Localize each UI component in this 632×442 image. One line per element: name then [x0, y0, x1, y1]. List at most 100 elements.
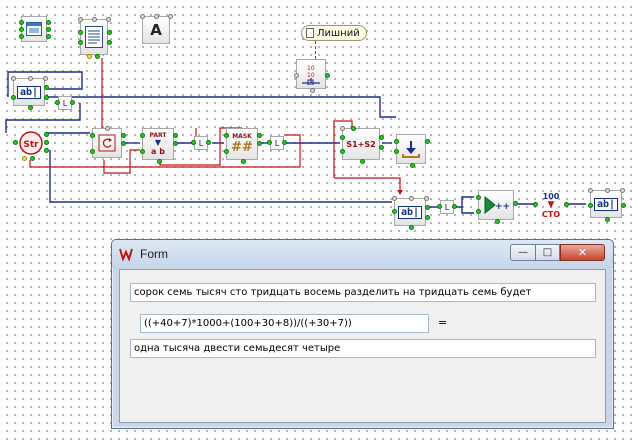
- connection-pin[interactable]: [340, 149, 345, 154]
- connection-pin[interactable]: [30, 156, 35, 161]
- memo-component[interactable]: [78, 17, 112, 59]
- connection-pin[interactable]: [340, 135, 345, 140]
- connection-pin[interactable]: [70, 100, 75, 105]
- connection-pin[interactable]: [44, 148, 49, 153]
- close-button[interactable]: ✕: [560, 244, 605, 261]
- connection-pin[interactable]: [44, 132, 49, 137]
- minimize-button[interactable]: —: [510, 244, 536, 261]
- connection-pin[interactable]: [476, 195, 481, 200]
- hub-component[interactable]: L: [55, 96, 75, 110]
- connection-pin[interactable]: [44, 85, 49, 90]
- connection-pin[interactable]: [13, 140, 18, 145]
- connection-pin[interactable]: [140, 133, 145, 138]
- result-field[interactable]: одна тысяча двести семьдесят четыре: [130, 339, 596, 358]
- connection-pin[interactable]: [90, 133, 95, 138]
- connection-pin[interactable]: [310, 88, 315, 93]
- connection-pin[interactable]: [410, 163, 415, 168]
- connection-pin[interactable]: [78, 40, 83, 45]
- connection-pin[interactable]: [392, 209, 397, 214]
- connection-pin[interactable]: [154, 14, 159, 19]
- connection-pin[interactable]: [379, 135, 384, 140]
- connection-pin[interactable]: [140, 149, 145, 154]
- connection-pin[interactable]: [191, 140, 196, 145]
- connection-pin[interactable]: [95, 54, 100, 59]
- connection-pin[interactable]: [605, 217, 610, 222]
- connection-pin[interactable]: [173, 141, 178, 146]
- maximize-button[interactable]: □: [536, 244, 560, 261]
- final-edit-component[interactable]: ab|: [588, 188, 626, 222]
- counter-component[interactable]: 100 ▼ СТО: [533, 190, 569, 220]
- connection-pin[interactable]: [351, 126, 356, 131]
- connection-pin[interactable]: [360, 159, 365, 164]
- title-bar[interactable]: Form — □ ✕: [112, 240, 613, 268]
- connection-pin[interactable]: [43, 76, 48, 81]
- connection-pin[interactable]: [107, 40, 112, 45]
- connection-pin[interactable]: [46, 27, 51, 32]
- connection-pin[interactable]: [121, 133, 126, 138]
- connection-pin[interactable]: [588, 188, 593, 193]
- increment-component[interactable]: ++: [476, 190, 518, 224]
- connection-pin[interactable]: [92, 17, 97, 22]
- connection-pin[interactable]: [325, 73, 330, 78]
- connection-pin[interactable]: [620, 188, 625, 193]
- connection-pin[interactable]: [44, 140, 49, 145]
- connection-pin[interactable]: [78, 30, 83, 35]
- connection-pin[interactable]: [394, 149, 399, 154]
- connection-pin[interactable]: [46, 20, 51, 25]
- connection-pin[interactable]: [621, 203, 626, 208]
- output-component[interactable]: [394, 134, 430, 168]
- label-component[interactable]: A: [140, 14, 173, 44]
- mask-component[interactable]: MASK ##: [224, 128, 262, 164]
- connection-pin[interactable]: [425, 139, 430, 144]
- connection-pin[interactable]: [379, 145, 384, 150]
- str-component[interactable]: Str: [13, 128, 49, 161]
- connection-pin[interactable]: [409, 225, 414, 230]
- connection-pin[interactable]: [224, 149, 229, 154]
- connection-pin[interactable]: [90, 149, 95, 154]
- connection-pin[interactable]: [206, 140, 211, 145]
- connection-pin[interactable]: [44, 95, 49, 100]
- connection-pin[interactable]: [46, 34, 51, 39]
- connection-pin[interactable]: [106, 17, 111, 22]
- concat-component[interactable]: S1+S2: [340, 126, 384, 164]
- connection-pin[interactable]: [28, 76, 33, 81]
- connection-pin[interactable]: [533, 202, 538, 207]
- part-component[interactable]: PART ▼ a b: [140, 128, 178, 164]
- connection-pin[interactable]: [157, 159, 162, 164]
- connection-pin[interactable]: [282, 140, 287, 145]
- connection-pin[interactable]: [55, 100, 60, 105]
- hub-component[interactable]: L: [267, 136, 287, 150]
- expression-field[interactable]: ((+40+7)*1000+(100+30+8))/((+30+7)): [140, 314, 429, 333]
- phrase-field[interactable]: сорок семь тысяч сто тридцать восемь раз…: [130, 283, 596, 302]
- connection-pin[interactable]: [409, 196, 414, 201]
- connection-pin[interactable]: [168, 14, 173, 19]
- connection-pin[interactable]: [394, 139, 399, 144]
- connection-pin[interactable]: [78, 17, 83, 22]
- connection-pin[interactable]: [257, 133, 262, 138]
- hub-component[interactable]: L: [191, 136, 211, 150]
- form-component[interactable]: [19, 16, 51, 42]
- connection-pin[interactable]: [605, 188, 610, 193]
- connection-pin[interactable]: [564, 202, 569, 207]
- connection-pin[interactable]: [425, 215, 430, 220]
- connection-pin[interactable]: [294, 73, 299, 78]
- connection-pin[interactable]: [267, 140, 272, 145]
- connection-pin[interactable]: [513, 201, 518, 206]
- connection-pin[interactable]: [22, 156, 27, 161]
- connection-pin[interactable]: [425, 205, 430, 210]
- connection-pin[interactable]: [495, 219, 500, 224]
- connection-pin[interactable]: [452, 204, 457, 209]
- connection-pin[interactable]: [476, 209, 481, 214]
- connection-pin[interactable]: [424, 196, 429, 201]
- connection-pin[interactable]: [107, 30, 112, 35]
- edit-component[interactable]: ab|: [11, 76, 49, 110]
- connection-pin[interactable]: [87, 54, 92, 59]
- connection-pin[interactable]: [11, 95, 16, 100]
- connection-pin[interactable]: [11, 76, 16, 81]
- connection-pin[interactable]: [392, 196, 397, 201]
- loop-component[interactable]: [90, 126, 126, 158]
- connection-pin[interactable]: [224, 133, 229, 138]
- connection-pin[interactable]: [173, 133, 178, 138]
- connection-pin[interactable]: [19, 34, 24, 39]
